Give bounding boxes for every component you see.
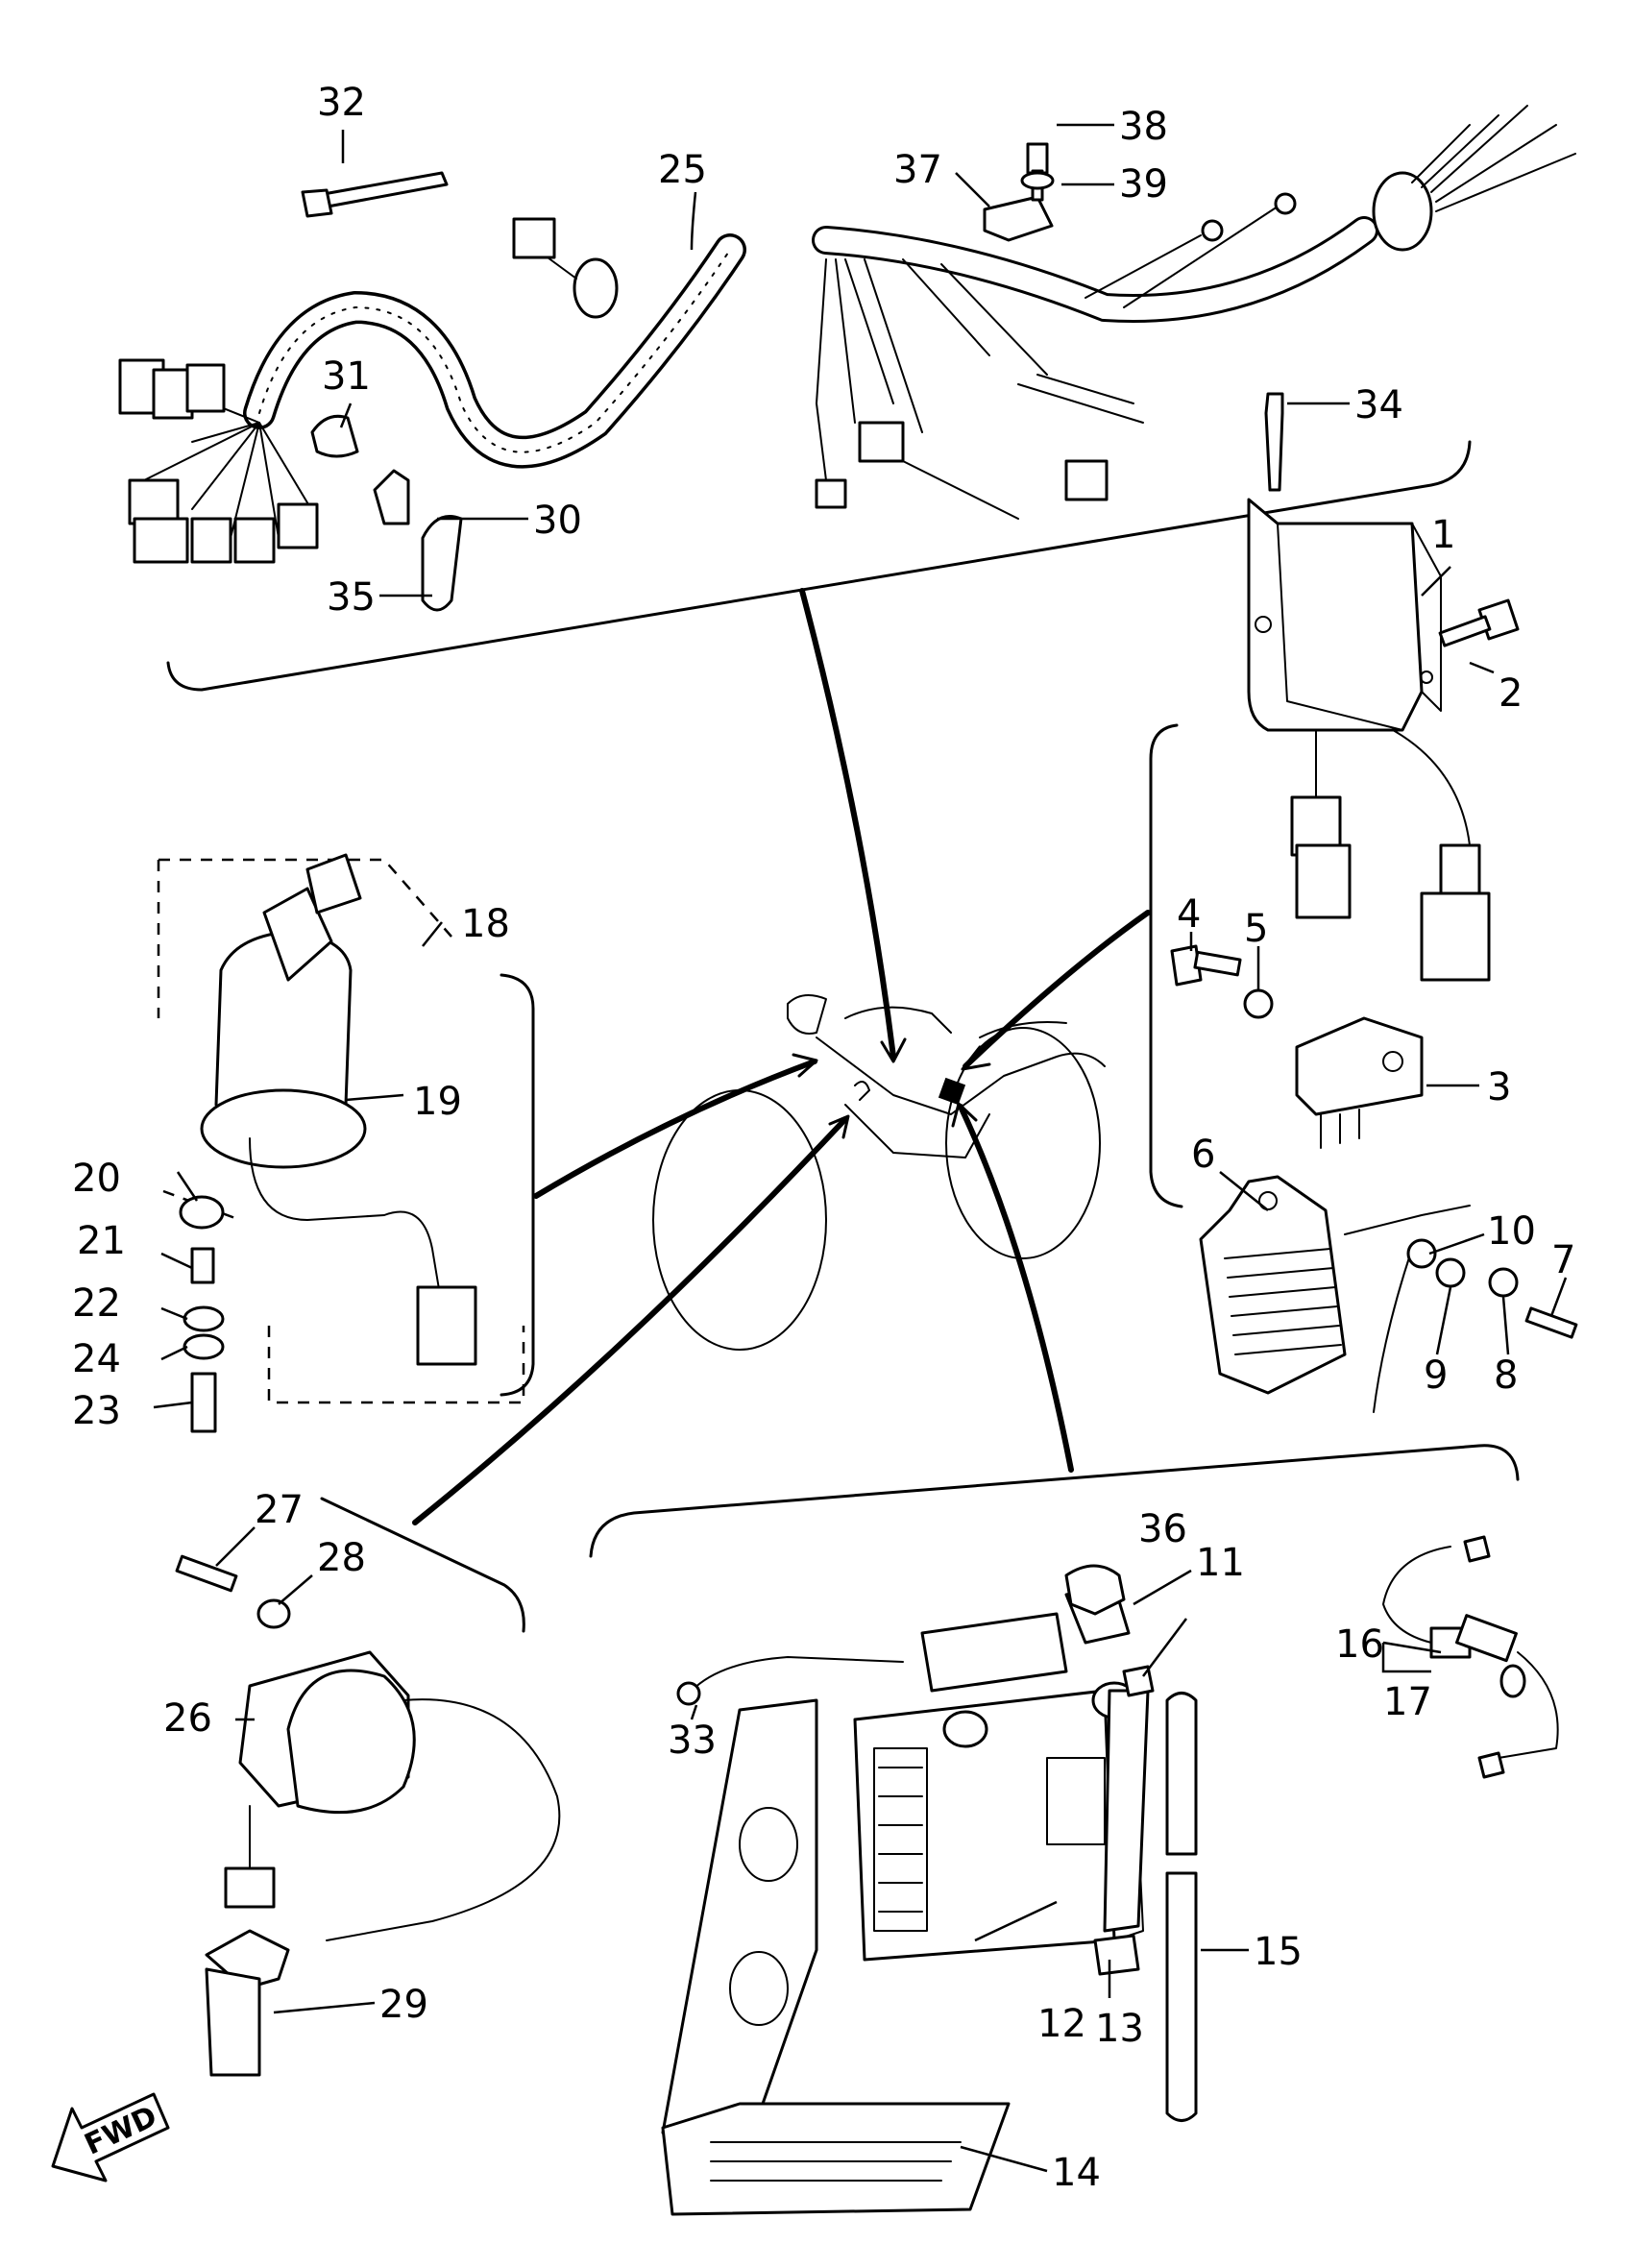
callout-18: 18 [461,902,510,946]
callout-10: 10 [1487,1209,1536,1254]
sleeve-35 [421,515,463,612]
cdi-unit [1247,498,1491,982]
clamp-31 [310,414,359,458]
callout-25: 25 [658,148,707,192]
callout-11: 11 [1196,1541,1245,1585]
collar-21 [190,1247,215,1284]
main-switch [200,853,477,1366]
callout-16: 16 [1335,1622,1384,1667]
clamp-30 [373,469,410,525]
callout-23: 23 [72,1389,121,1433]
washer-9 [1435,1257,1466,1288]
callout-27: 27 [255,1488,304,1532]
battery-12 [853,1689,1144,1962]
routing-line-harness [799,588,896,1060]
callout-19: 19 [413,1080,462,1124]
routing-line-battery [958,1104,1074,1473]
callout-24: 24 [72,1337,121,1381]
routing-line-battery-arrow [951,1102,978,1128]
bolt-4 [1170,944,1242,987]
callout-labels: 1 2 3 4 5 6 7 8 9 10 11 12 13 14 15 16 1… [72,81,1575,2195]
routing-line-regulator [963,910,1151,1069]
routing-line-coil-arrow [828,1114,850,1139]
battery-band-13 [1093,1689,1150,1976]
battery-box-14 [661,1698,1011,2216]
callout-34: 34 [1354,383,1403,427]
callout-20: 20 [72,1157,121,1201]
callout-22: 22 [72,1281,121,1326]
callout-17: 17 [1383,1680,1432,1724]
routing-line-switch-arrow [792,1053,818,1078]
relay-3 [1295,1016,1424,1149]
routing-line-harness-arrow [880,1037,907,1063]
callout-1: 1 [1431,513,1455,557]
battery-lead-33 [676,1656,904,1706]
callout-5: 5 [1244,907,1268,951]
callout-3: 3 [1487,1065,1511,1110]
callout-6: 6 [1191,1133,1215,1177]
callout-38: 38 [1119,105,1168,149]
callout-13: 13 [1095,2007,1144,2051]
bolt-27 [175,1554,238,1593]
washer-28 [256,1598,291,1629]
screw-23 [190,1372,217,1433]
callout-28: 28 [317,1536,366,1580]
callout-26: 26 [163,1696,212,1741]
harness-group-bracket [166,440,1472,692]
callout-21: 21 [77,1219,126,1263]
motorcycle-outline [652,994,1106,1351]
band-34 [1264,392,1284,492]
coil-group-bracket [320,1497,525,1633]
washer-8 [1488,1267,1519,1298]
bolt-2 [1438,598,1520,647]
ignition-coil [205,1650,561,2077]
fwd-arrow: FWD [51,2092,170,2183]
callout-9: 9 [1424,1353,1448,1398]
callout-12: 12 [1037,2002,1086,2046]
callout-7: 7 [1551,1238,1575,1282]
regulator-group-bracket [1149,723,1183,1208]
cover-36 [1064,1564,1126,1616]
washer-39 [1020,171,1055,190]
routing-line-regulator-arrow [961,1045,991,1071]
fuse-17 [1499,1664,1526,1698]
callout-2: 2 [1499,671,1523,716]
callout-37: 37 [893,148,942,192]
routing-line-switch [533,1059,817,1199]
washer-5 [1243,988,1274,1019]
callout-29: 29 [379,1983,428,2027]
callout-4: 4 [1177,892,1201,937]
band-32 [301,171,449,218]
bolt-7 [1524,1306,1578,1339]
washer-10 [1406,1238,1437,1269]
callout-39: 39 [1119,162,1168,207]
callout-32: 32 [317,81,366,125]
callout-30: 30 [533,499,582,543]
wire-harness [118,105,1576,564]
callout-33: 33 [668,1719,717,1763]
fuse-holder-16 [1382,1535,1559,1779]
callout-36: 36 [1138,1507,1187,1551]
routing-line-coil [412,1116,848,1525]
washer-22 [183,1305,225,1332]
callout-15: 15 [1254,1930,1303,1974]
callout-31: 31 [322,354,371,399]
callout-14: 14 [1052,2151,1101,2195]
callout-35: 35 [327,575,376,620]
washer-24 [183,1333,225,1360]
bracket-37 [983,195,1054,242]
grommet-20 [179,1195,225,1230]
ignition-switch-group-bracket [500,973,535,1397]
leader-lines [153,123,1568,2173]
callout-8: 8 [1494,1353,1518,1398]
battery-group-bracket [589,1444,1520,1558]
breather-hose-15 [1165,1692,1198,2122]
